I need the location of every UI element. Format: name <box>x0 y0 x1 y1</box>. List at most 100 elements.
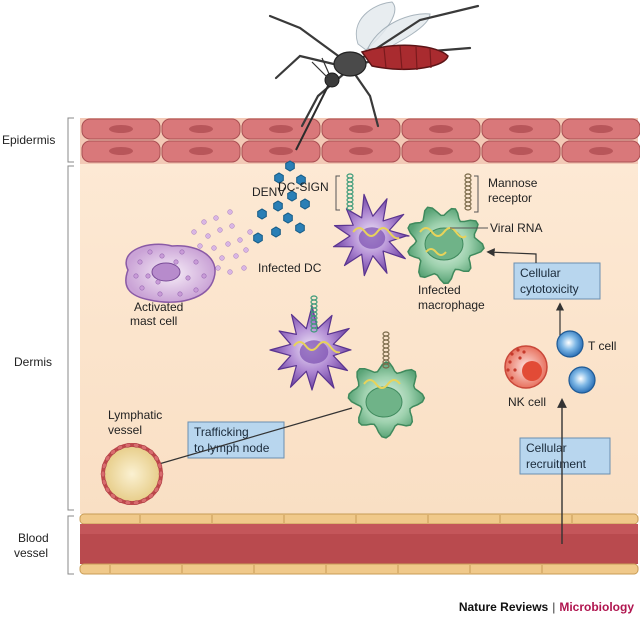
receptor-segment <box>464 205 472 211</box>
recruitment-line2: recruitment <box>526 457 587 471</box>
epidermis-layer <box>80 118 640 164</box>
denv-particles <box>253 160 310 244</box>
infected-dc-label: Infected DC <box>258 261 322 275</box>
migrating-dendritic-cell <box>269 305 352 391</box>
skin-cell-nucleus <box>269 147 293 155</box>
lymphatic-wall-cell <box>157 462 163 469</box>
nk-granule <box>508 360 512 364</box>
t-cells <box>556 330 596 394</box>
mast-cell-granule <box>177 291 183 297</box>
skin-cell-nucleus <box>589 147 613 155</box>
mast-cell-granule <box>137 259 143 265</box>
lymphatic-wall-cell <box>153 486 159 493</box>
dc-sign-receptor-mid <box>310 295 318 333</box>
trafficking-arrow <box>150 407 353 469</box>
receptor-segment <box>346 205 354 211</box>
virion <box>300 198 310 210</box>
nk-granule <box>516 348 520 352</box>
released-granule <box>225 241 231 247</box>
released-granules <box>191 209 253 275</box>
region-brackets <box>67 117 74 575</box>
viral-rna-label: Viral RNA <box>490 221 542 235</box>
dermis-label: Dermis <box>14 355 52 369</box>
mast-cell-granule <box>157 291 163 297</box>
virion <box>296 174 306 186</box>
mast-cell-granule <box>185 275 191 281</box>
released-granule <box>215 265 221 271</box>
nk-granule <box>510 352 514 356</box>
journal-name: Nature Reviews <box>458 600 549 614</box>
lymphatic-wall-cell <box>132 443 140 448</box>
lymphatic-wall-cell <box>157 479 163 486</box>
cytotoxicity-arrow <box>486 248 537 263</box>
skin-cell-nucleus <box>109 147 133 155</box>
nk-granule <box>513 368 517 372</box>
lymphatic-wall-cell <box>105 455 111 462</box>
receptor-segment <box>382 363 390 369</box>
skin-cell-nucleus <box>429 125 453 133</box>
lymphatic-vessel <box>100 443 164 505</box>
blood-label-line2: vessel <box>14 546 48 560</box>
skin-cell-nucleus <box>429 147 453 155</box>
lymphatic-wall-cell <box>124 500 132 505</box>
mast-cell-granule <box>145 273 151 279</box>
nk-cell <box>504 345 548 389</box>
cytotoxicity-box <box>513 262 601 300</box>
nk-cell-label: NK cell <box>508 395 546 409</box>
mast-cell-granule <box>201 273 207 279</box>
virion <box>271 226 281 238</box>
lymphatic-wall-cell <box>105 486 111 493</box>
cytotoxicity-line2: cytotoxicity <box>520 282 579 296</box>
mast-cell-granule <box>173 259 179 265</box>
mannose-receptor-mid <box>382 331 390 369</box>
lymphatic-wall-cell <box>140 445 148 451</box>
virion <box>295 222 305 234</box>
mast-cell-granule <box>159 253 165 259</box>
mannose-label-line2: receptor <box>488 191 532 205</box>
nk-granule <box>506 368 510 372</box>
lymphatic-wall-cell <box>148 493 154 499</box>
lymphatic-wall-cell <box>101 462 107 469</box>
lymphatic-wall-cell <box>140 497 148 503</box>
virion <box>273 200 283 212</box>
virion <box>283 212 293 224</box>
infected-dendritic-cell <box>332 193 410 277</box>
credit-separator: | <box>552 600 556 614</box>
mosquito-illustration <box>268 1 480 151</box>
mast-cell-granule <box>133 273 139 279</box>
lymphatic-wall-cell <box>158 470 164 478</box>
released-granule <box>201 219 207 225</box>
lymphatic-wall-cell <box>148 449 154 455</box>
blood-vessel <box>79 513 639 575</box>
mast-cell-granule <box>193 259 199 265</box>
lymphatic-wall-cell <box>110 493 116 499</box>
blood-label-line1: Blood <box>18 531 49 545</box>
mast-cell-granule <box>147 249 153 255</box>
released-granule <box>227 209 233 215</box>
epidermis-label: Epidermis <box>2 133 55 147</box>
virion <box>274 172 284 184</box>
lymphatic-wall-cell <box>101 479 107 486</box>
mast-cell-granule <box>179 249 185 255</box>
released-granule <box>217 227 223 233</box>
released-granule <box>237 237 243 243</box>
journal-credit: Nature Reviews|Microbiology <box>459 600 634 614</box>
skin-cell-nucleus <box>109 125 133 133</box>
lymphatic-wall-cell <box>116 445 124 451</box>
t-cell-label: T cell <box>588 339 616 353</box>
lymphatic-wall-cell <box>132 500 140 505</box>
mast-cell-label-line2: mast cell <box>130 314 177 328</box>
released-granule <box>205 233 211 239</box>
released-granule <box>219 255 225 261</box>
migrating-macrophage <box>347 361 426 439</box>
mannose-label-line1: Mannose <box>488 176 538 190</box>
skin-cell-nucleus <box>349 147 373 155</box>
skin-cell-nucleus <box>269 125 293 133</box>
lymphatic-label-line2: vessel <box>108 423 142 437</box>
released-granule <box>243 247 249 253</box>
virion <box>257 208 267 220</box>
dc-sign-receptor <box>335 173 354 211</box>
skin-cell-nucleus <box>349 125 373 133</box>
recruitment-line1: Cellular <box>526 441 567 455</box>
recruitment-box <box>519 437 611 475</box>
